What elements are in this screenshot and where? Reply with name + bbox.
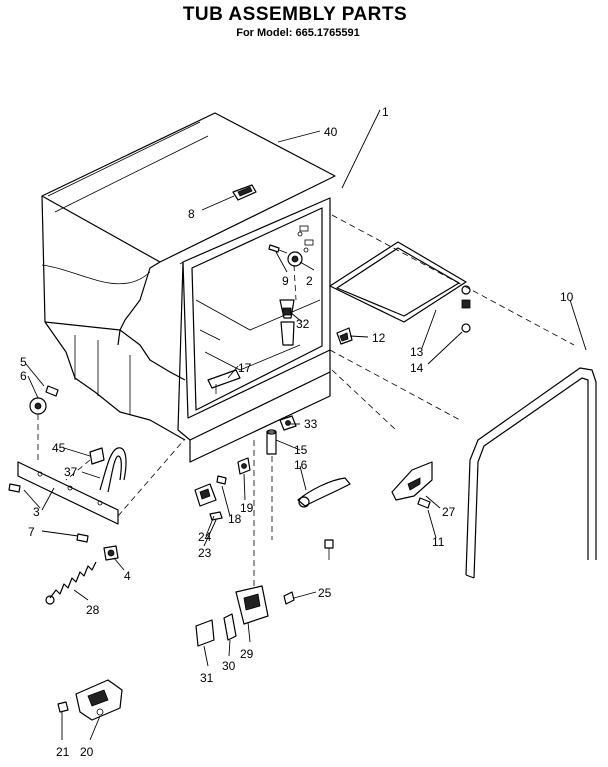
callout-21: 21 <box>56 745 70 759</box>
part-6-screw <box>45 385 59 397</box>
part-16-clamp <box>297 477 351 508</box>
callout-23: 23 <box>198 546 212 560</box>
callout-32: 32 <box>296 317 310 331</box>
callout-7: 7 <box>28 525 35 539</box>
part-17-clip <box>207 369 241 394</box>
callout-5: 5 <box>20 355 27 369</box>
part-2-bearing <box>287 251 303 267</box>
callout-15: 15 <box>294 443 308 457</box>
part-8-latch <box>232 184 257 201</box>
callout-labels: 1 2 3 4 5 6 7 8 9 10 11 12 13 14 15 16 1… <box>20 105 574 759</box>
part-31-cover <box>195 619 215 647</box>
tub-body <box>41 112 336 441</box>
callout-33: 33 <box>304 417 318 431</box>
diagram-title: TUB ASSEMBLY PARTS <box>182 4 408 25</box>
callout-16: 16 <box>294 458 308 472</box>
callout-1: 1 <box>382 105 389 119</box>
callout-3: 3 <box>33 505 40 519</box>
callout-18: 18 <box>228 512 242 526</box>
callout-19: 19 <box>240 501 254 515</box>
callout-30: 30 <box>222 659 236 673</box>
part-27-bracket <box>391 461 433 501</box>
callout-28: 28 <box>86 603 100 617</box>
callout-14: 14 <box>410 361 424 375</box>
callout-13: 13 <box>410 345 424 359</box>
part-28-spring <box>45 561 97 605</box>
callout-31: 31 <box>200 671 214 685</box>
part-4-nut <box>103 545 119 561</box>
callout-10: 10 <box>560 290 574 304</box>
callout-29: 29 <box>240 647 254 661</box>
callout-4: 4 <box>124 569 131 583</box>
part-11-screw <box>417 497 431 509</box>
part-3-rail <box>17 461 119 525</box>
callout-24: 24 <box>198 530 212 544</box>
callout-9: 9 <box>282 274 289 288</box>
part-13-gasket <box>329 241 467 323</box>
part-45-clip <box>89 447 105 465</box>
part-24-switch <box>194 483 217 507</box>
part-7-screw <box>8 483 89 543</box>
part-25-screw <box>283 539 334 605</box>
part-37-hose <box>99 447 127 493</box>
part-20-switch-assembly <box>75 679 123 721</box>
alignment-lines <box>37 214 575 590</box>
callout-6: 6 <box>20 369 27 383</box>
part-32-stem <box>279 299 295 346</box>
part-33-nut <box>279 415 297 431</box>
callout-27: 27 <box>442 505 456 519</box>
callout-40: 40 <box>324 125 338 139</box>
callout-25: 25 <box>318 586 332 600</box>
callout-11: 11 <box>432 535 445 549</box>
callout-12: 12 <box>372 331 386 345</box>
part-14-washer <box>461 285 471 333</box>
callout-45: 45 <box>52 441 66 455</box>
part-18-screw <box>216 475 227 485</box>
callout-20: 20 <box>80 745 94 759</box>
part-5-grommet <box>29 397 47 415</box>
part-23-screw <box>209 511 223 521</box>
part-30-lever <box>223 613 237 641</box>
part-19-valve <box>237 457 251 475</box>
part-29-latch <box>235 585 269 625</box>
callout-37: 37 <box>64 465 78 479</box>
part-15-tube <box>266 429 277 455</box>
part-12-bracket <box>336 327 353 345</box>
part-9-screw <box>268 244 288 254</box>
leader-lines <box>23 109 587 741</box>
part-10-seal <box>465 367 597 579</box>
model-subtitle: For Model: 665.1765591 <box>236 27 360 39</box>
callout-2: 2 <box>306 274 313 288</box>
callout-17: 17 <box>238 361 252 375</box>
callout-8: 8 <box>188 207 195 221</box>
part-21-screw <box>57 701 69 713</box>
